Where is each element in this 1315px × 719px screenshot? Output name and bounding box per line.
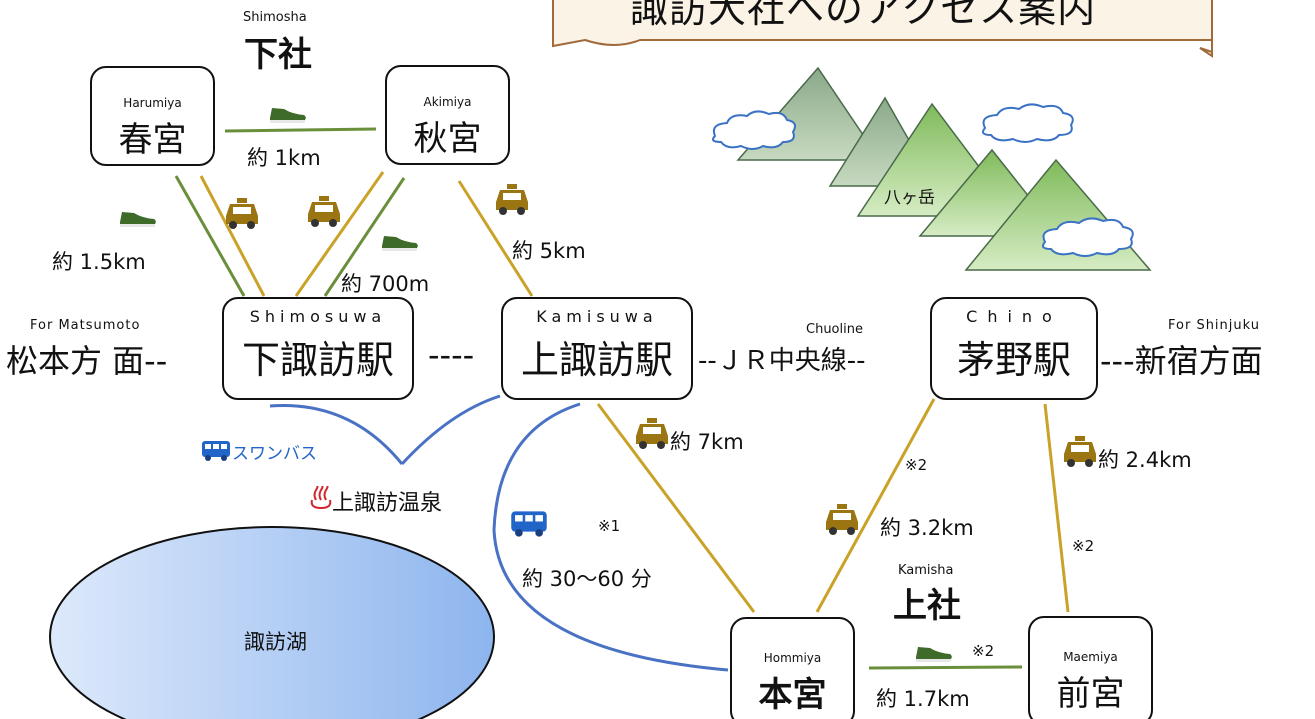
taxi-icon: [496, 184, 528, 215]
shrine-name: 前宮: [1056, 674, 1125, 714]
shimosha-romaji: Shimosha: [243, 10, 307, 25]
station-name: 茅野駅: [956, 338, 1071, 382]
walking-shoe-icon: [120, 212, 156, 227]
note-2-walk: ※2: [972, 642, 995, 660]
page-title: 諏訪大社へのアクセス案内: [630, 0, 1097, 31]
walking-routes: [174, 127, 1023, 670]
shrine-name: 春宮: [118, 120, 187, 160]
bus-icon: [202, 441, 230, 461]
rail-left-label: 松本方 面--: [6, 342, 168, 380]
shrine-romaji: Akimiya: [423, 95, 472, 109]
rail-right-label: ---新宿方面: [1100, 342, 1263, 380]
distance-bus: 約 30～60 分: [522, 567, 652, 591]
shimosha-label: 下社: [244, 35, 312, 75]
taxi-icon: [1064, 436, 1096, 467]
station-romaji: Chino: [966, 307, 1062, 326]
distance-haru-shimosuwa: 約 1.5km: [52, 250, 146, 274]
note-1: ※1: [598, 517, 621, 535]
taxi-icon: [826, 504, 858, 535]
rail-chuo-romaji: Chuoline: [806, 322, 863, 337]
station-romaji: Shimosuwa: [249, 307, 387, 326]
distance-aki-kamisuwa: 約 5km: [512, 239, 586, 263]
onsen-label: 上諏訪温泉: [332, 491, 443, 516]
rail-right-romaji: For Shinjuku: [1168, 318, 1261, 333]
taxi-icon: [636, 418, 668, 449]
note-2-chino-maemiya: ※2: [1072, 537, 1095, 555]
shrine-hommiya-box: Hommiya 本宮: [730, 617, 855, 719]
walking-shoe-icon: [270, 108, 306, 123]
bus-routes: [269, 394, 729, 672]
distance-haru-aki: 約 1km: [247, 146, 321, 170]
distance-hommiya-maemiya: 約 1.7km: [876, 687, 970, 711]
shrine-maemiya-box: Maemiya 前宮: [1028, 616, 1153, 719]
taxi-routes: [199, 171, 1070, 613]
kamisha-romaji: Kamisha: [898, 563, 954, 578]
shrine-name: 本宮: [758, 675, 827, 715]
station-kamisuwa-box: Kamisuwa 上諏訪駅: [501, 297, 693, 400]
distance-kamisuwa-hommiya: 約 7km: [670, 430, 744, 454]
rail-dash: ----: [428, 336, 475, 374]
station-shimosuwa-box: Shimosuwa 下諏訪駅: [222, 297, 414, 400]
rail-left-romaji: For Matsumoto: [30, 318, 141, 333]
kamisha-label: 上社: [893, 586, 961, 626]
station-name: 上諏訪駅: [520, 338, 673, 382]
shrine-name: 秋宮: [413, 119, 482, 159]
bus-icon: [511, 511, 547, 537]
taxi-icon: [226, 198, 258, 229]
lake-label: 諏訪湖: [244, 630, 307, 654]
distance-aki-shimosuwa: 約 700m: [341, 272, 430, 296]
distance-chino-hommiya: 約 3.2km: [880, 516, 974, 540]
shrine-akimiya-box: Akimiya 秋宮: [385, 65, 510, 165]
lake-suwa-shape: [49, 526, 495, 719]
shrine-romaji: Hommiya: [763, 651, 822, 665]
cloud-icon: [712, 103, 1134, 257]
shrine-romaji: Harumiya: [123, 96, 182, 110]
walking-shoe-icon: [916, 647, 952, 662]
rail-chuo-label: --ＪＲ中央線--: [698, 346, 866, 376]
title-banner: [552, 0, 1213, 58]
station-romaji: Kamisuwa: [536, 307, 658, 326]
shrine-harumiya-box: Harumiya 春宮: [90, 66, 215, 166]
shrine-romaji: Maemiya: [1063, 650, 1118, 664]
hot-spring-icon: [310, 486, 332, 510]
swan-bus-label: スワンバス: [232, 444, 317, 464]
note-2-chino-hommiya: ※2: [905, 456, 928, 474]
taxi-icon: [308, 196, 340, 227]
station-name: 下諏訪駅: [241, 338, 394, 382]
mountain-label: 八ヶ岳: [884, 188, 935, 208]
station-chino-box: Chino 茅野駅: [930, 297, 1098, 400]
walking-shoe-icon: [382, 236, 418, 251]
distance-chino-maemiya: 約 2.4km: [1098, 448, 1192, 472]
